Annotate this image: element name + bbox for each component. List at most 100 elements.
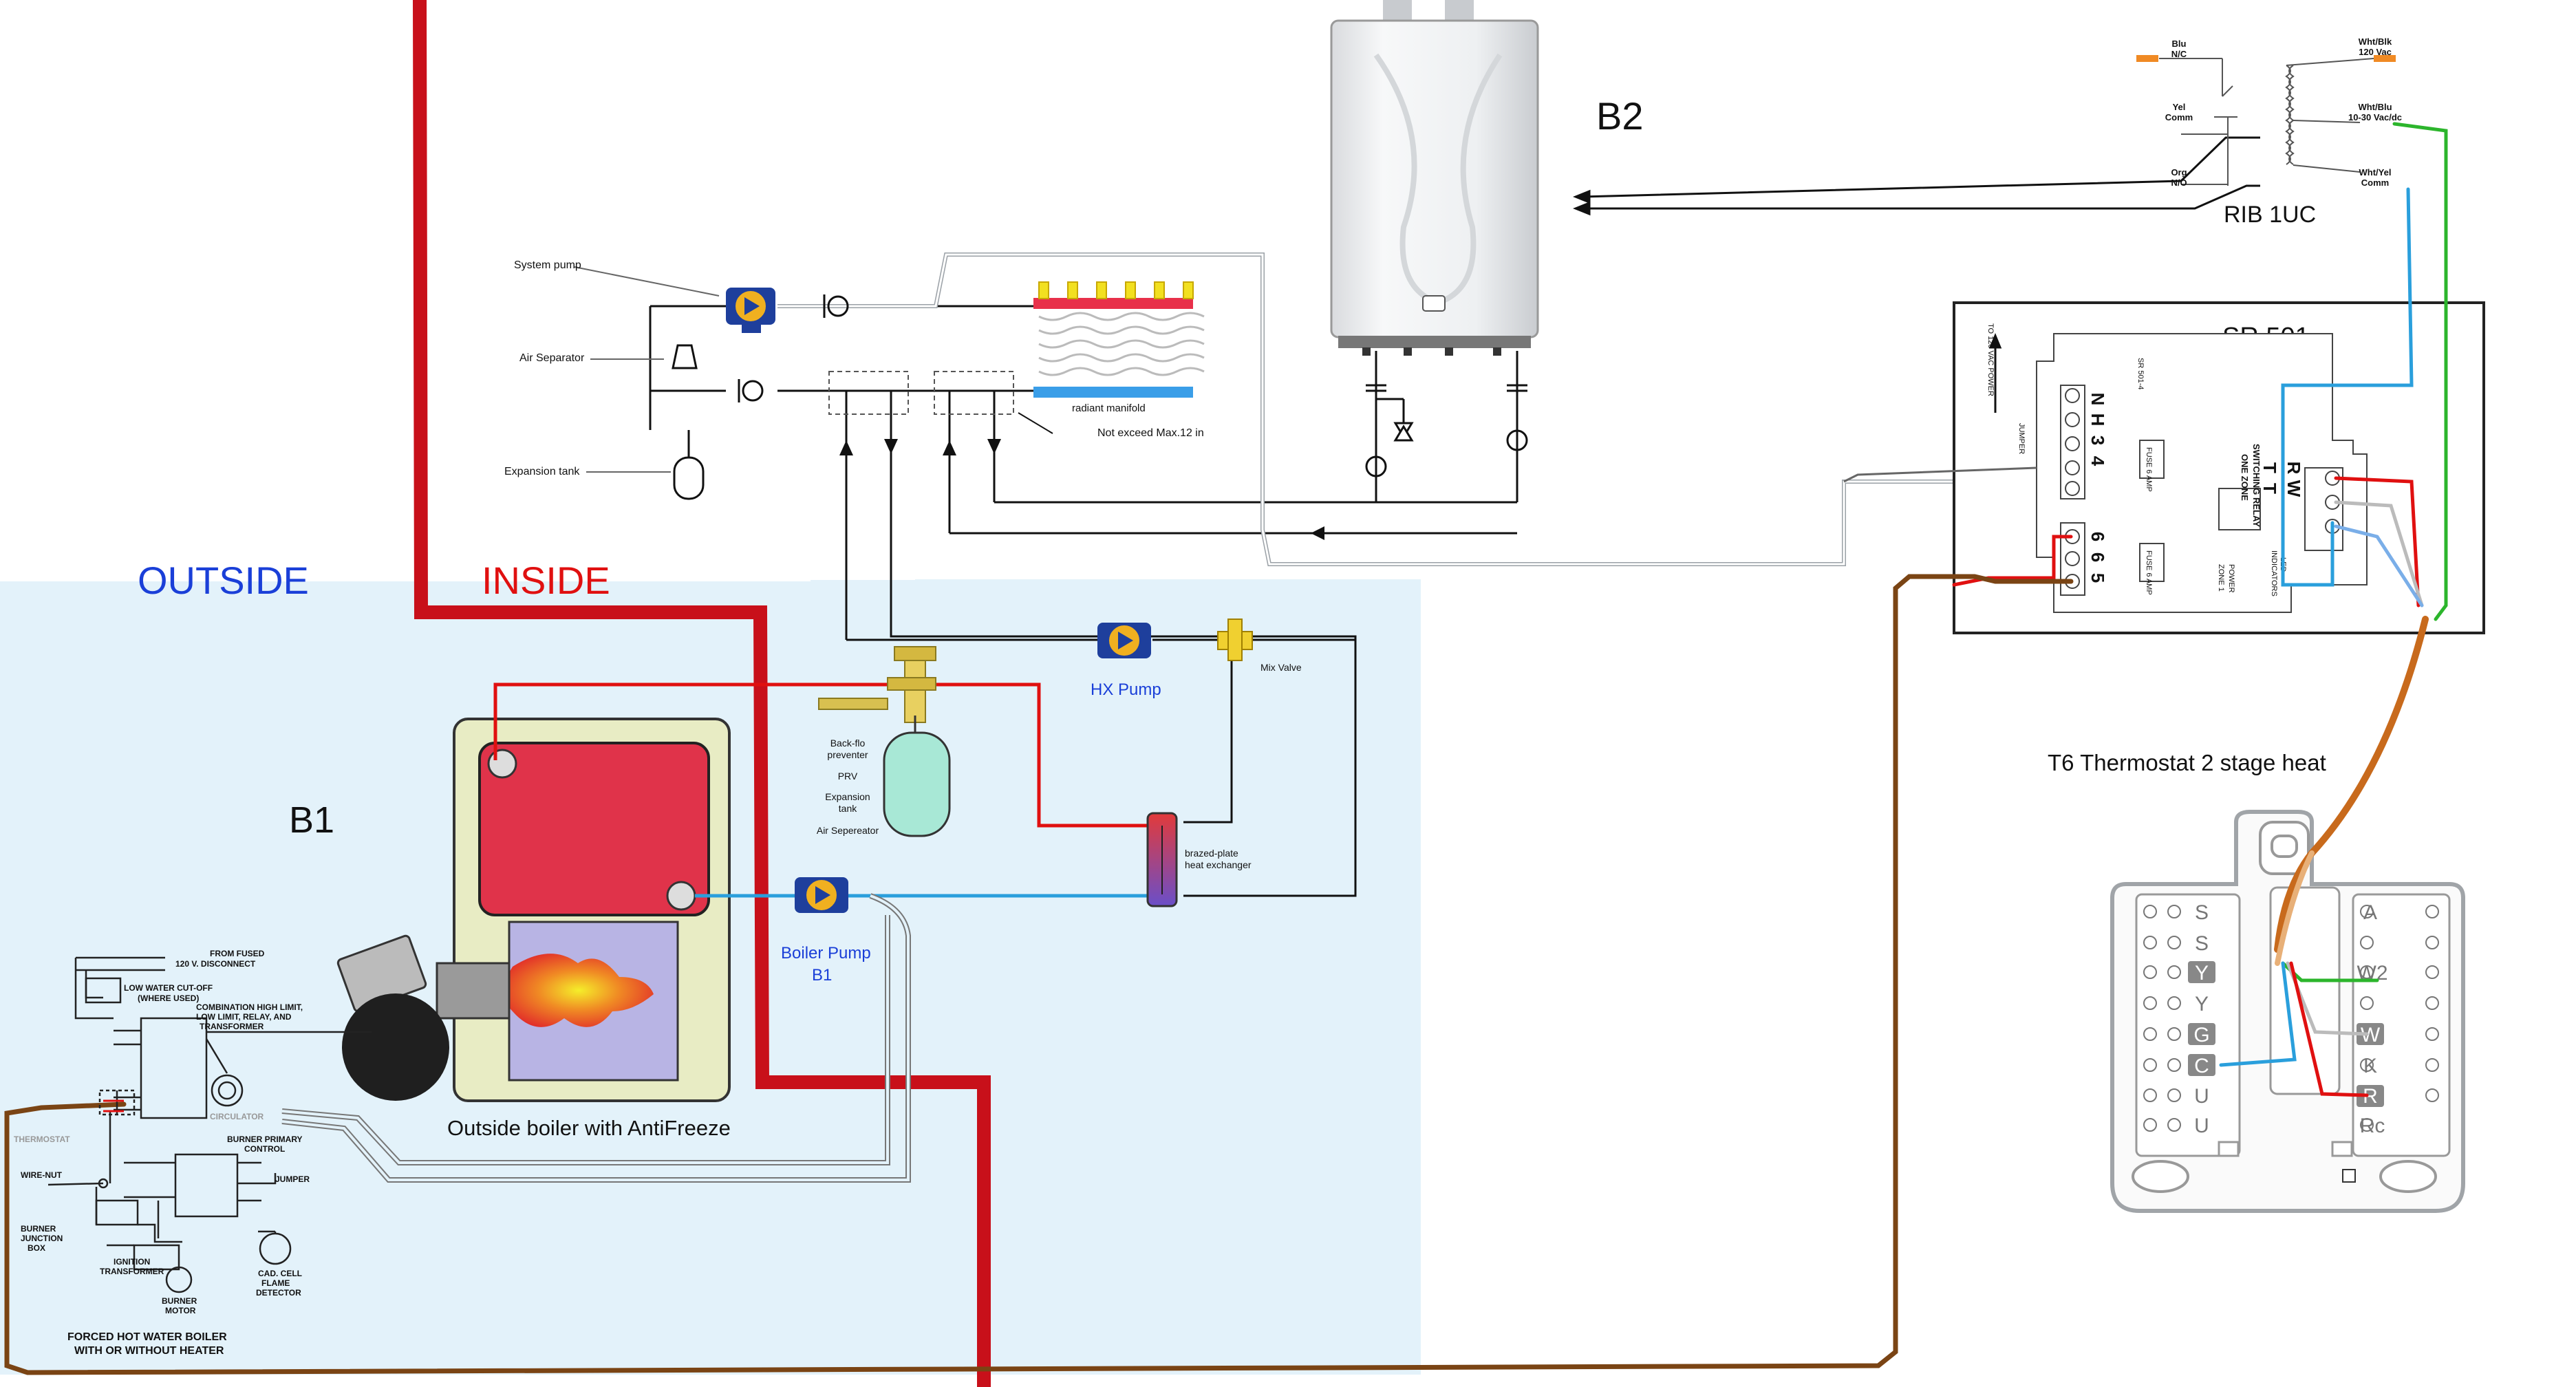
svg-text:T: T [2260, 483, 2280, 494]
svg-text:PRV: PRV [838, 771, 858, 782]
svg-text:LOW LIMIT, RELAY, AND: LOW LIMIT, RELAY, AND [196, 1012, 292, 1022]
rib-wire-tip-blu [2136, 55, 2158, 62]
rib-to-b2-wires [1572, 136, 2260, 216]
flow-arrows [839, 439, 1324, 540]
svg-text:(WHERE USED): (WHERE USED) [138, 993, 199, 1003]
inside-outside-boundary [413, 0, 991, 1387]
hx-pump-icon [1097, 623, 1151, 658]
heat-exchanger-label-1: brazed-plate [1185, 848, 1238, 859]
t6-terminal-highlight [2188, 961, 2384, 1107]
sr501-terminal-labels: N H 3 4 6 6 5 R W T T [2087, 393, 2304, 583]
svg-text:LOW WATER CUT-OFF: LOW WATER CUT-OFF [124, 983, 213, 993]
svg-text:Blu: Blu [2172, 39, 2187, 49]
svg-text:W: W [2284, 480, 2304, 497]
svg-text:ZONE 1: ZONE 1 [2217, 564, 2225, 592]
air-separator-icon [672, 344, 698, 369]
b2-boiler-icon [1330, 0, 1539, 356]
svg-text:R: R [2284, 462, 2304, 475]
manifold-connection-box [934, 371, 1014, 415]
system-pump-icon [726, 288, 775, 333]
thermostat-red-leads [103, 1099, 124, 1112]
b2-piping [1365, 351, 1528, 482]
rib-relay [2159, 58, 2374, 186]
svg-text:FLAME: FLAME [261, 1278, 290, 1288]
svg-text:THERMOSTAT: THERMOSTAT [14, 1135, 70, 1144]
b1-label: B1 [289, 799, 334, 841]
heat-exchanger-label-2: heat exchanger [1185, 859, 1252, 870]
svg-text:INDICATORS: INDICATORS [2270, 550, 2278, 596]
boiler-pump-icon [795, 877, 848, 913]
svg-text:Comm: Comm [2361, 178, 2389, 188]
backflow-labels: Back-flo preventer PRV Expansion tank Ai… [817, 738, 879, 836]
t6-left-terminal-labels: S S Y Y G C U U [2193, 901, 2209, 1137]
svg-text:120 V. DISCONNECT: 120 V. DISCONNECT [175, 959, 256, 969]
svg-text:A: A [2363, 901, 2377, 924]
svg-text:TRANSFORMER: TRANSFORMER [100, 1267, 164, 1276]
inside-label: INSIDE [482, 559, 610, 602]
outside-boiler-caption: Outside boiler with AntiFreeze [447, 1116, 731, 1140]
svg-text:Y: Y [2195, 962, 2209, 985]
upper-piping-schematic [649, 305, 1518, 640]
svg-text:FUSE 6 AMP: FUSE 6 AMP [2145, 550, 2153, 595]
rib-title: RIB 1UC [2224, 202, 2316, 228]
svg-text:CIRCULATOR: CIRCULATOR [210, 1112, 264, 1121]
check-valve-icon [738, 294, 849, 402]
expansion-tank-icon [673, 430, 705, 500]
svg-text:COMBINATION HIGH LIMIT,: COMBINATION HIGH LIMIT, [196, 1002, 303, 1012]
svg-text:Back-flo: Back-flo [830, 738, 866, 749]
sensor-wire [1843, 466, 2037, 483]
mix-valve-icon [1217, 619, 1253, 661]
svg-text:T: T [2260, 462, 2280, 473]
svg-text:Rc: Rc [2360, 1115, 2385, 1137]
svg-text:S: S [2195, 932, 2209, 955]
svg-text:tank: tank [839, 803, 857, 814]
svg-text:JUMPER: JUMPER [2017, 423, 2026, 454]
svg-text:10-30 Vac/dc: 10-30 Vac/dc [2348, 112, 2402, 122]
svg-text:IGNITION: IGNITION [114, 1257, 150, 1267]
not-exceed-label: Not exceed Max.12 in [1097, 427, 1204, 439]
svg-text:DETECTOR: DETECTOR [256, 1288, 301, 1298]
svg-text:FUSE 6 AMP: FUSE 6 AMP [2145, 447, 2153, 492]
svg-text:Wht/Blk: Wht/Blk [2359, 36, 2392, 47]
svg-text:JUNCTION: JUNCTION [21, 1234, 63, 1243]
wiring-caption-2: WITH OR WITHOUT HEATER [74, 1345, 224, 1357]
boiler-pump-b1-label: B1 [812, 966, 832, 985]
hx-pump-label: HX Pump [1091, 680, 1161, 699]
svg-text:Expansion: Expansion [825, 791, 870, 802]
thermostat-title: T6 Thermostat 2 stage heat [2048, 750, 2326, 775]
svg-text:BOX: BOX [28, 1243, 45, 1253]
b1-hydronic-loop [493, 592, 1357, 898]
svg-text:N/C: N/C [2171, 49, 2187, 59]
svg-text:BURNER PRIMARY: BURNER PRIMARY [227, 1135, 303, 1144]
svg-text:C: C [2194, 1055, 2209, 1077]
svg-text:U: U [2194, 1115, 2209, 1137]
rib-wire-labels: Blu N/C Yel Comm Org N/O Wht/Blk 120 Vac… [2165, 36, 2402, 188]
wiring-caption-1: FORCED HOT WATER BOILER [67, 1331, 227, 1343]
backflow-and-expansion-assembly [818, 646, 951, 837]
expansion-tank-label: Expansion tank [504, 466, 580, 477]
outside-label: OUTSIDE [138, 559, 309, 602]
svg-text:Comm: Comm [2165, 112, 2193, 122]
svg-text:Yel: Yel [2173, 102, 2186, 112]
svg-text:FROM FUSED: FROM FUSED [210, 949, 265, 958]
svg-text:BURNER: BURNER [21, 1224, 56, 1234]
svg-text:6: 6 [2087, 552, 2108, 562]
svg-text:120 Vac: 120 Vac [2359, 47, 2392, 57]
mix-valve-label: Mix Valve [1260, 662, 1302, 673]
b2-label: B2 [1596, 94, 1644, 138]
svg-text:H: H [2087, 413, 2108, 427]
svg-text:CONTROL: CONTROL [244, 1144, 285, 1154]
radiant-manifold-label: radiant manifold [1072, 402, 1146, 414]
svg-text:preventer: preventer [827, 749, 868, 760]
svg-text:N: N [2087, 393, 2108, 406]
svg-text:Air Sepereator: Air Sepereator [817, 825, 879, 836]
brazed-plate-heat-exchanger-icon [1146, 812, 1178, 907]
svg-text:TO 120 VAC POWER: TO 120 VAC POWER [1986, 323, 1995, 396]
svg-text:Wht/Yel: Wht/Yel [2359, 167, 2392, 178]
svg-text:TRANSFORMER: TRANSFORMER [200, 1022, 264, 1031]
svg-text:G: G [2193, 1024, 2209, 1046]
svg-text:WIRE-NUT: WIRE-NUT [21, 1170, 63, 1180]
svg-text:SR 501-4: SR 501-4 [2136, 358, 2145, 389]
svg-text:ONE ZONE: ONE ZONE [2240, 454, 2250, 501]
